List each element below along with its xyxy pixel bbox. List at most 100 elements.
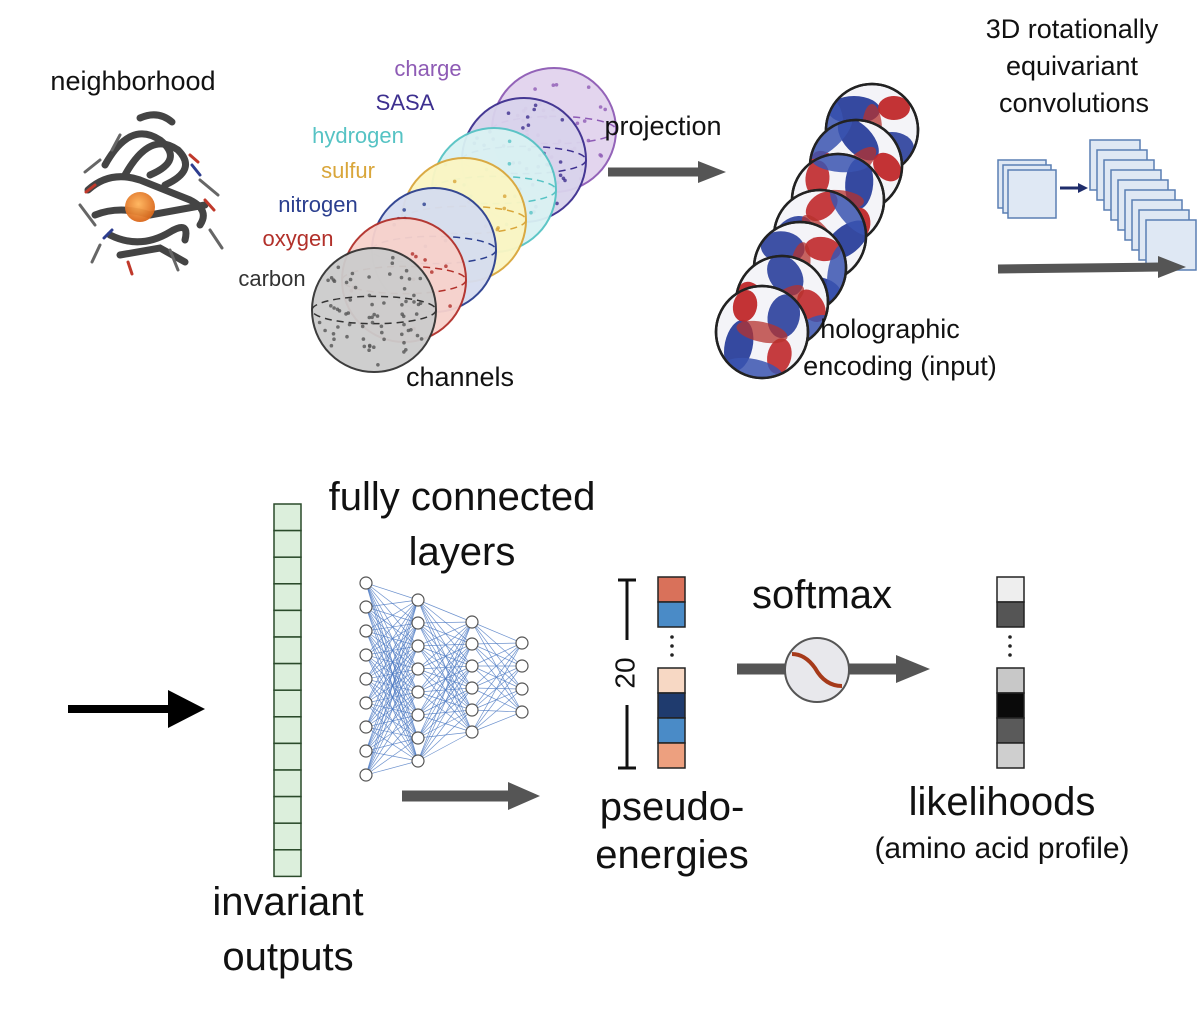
holographic-sphere bbox=[714, 284, 810, 380]
channel-label-nitrogen: nitrogen bbox=[278, 192, 358, 217]
network-node bbox=[515, 636, 529, 650]
network-node bbox=[359, 576, 373, 590]
convolution-feature-maps bbox=[997, 139, 1197, 271]
ellipsis-dot bbox=[670, 635, 674, 639]
invariant-cell bbox=[273, 689, 302, 718]
network-node bbox=[411, 731, 425, 745]
likelihood-label-line2: (amino acid profile) bbox=[874, 832, 1129, 865]
network-node bbox=[359, 744, 373, 758]
conv-label-line3: convolutions bbox=[999, 88, 1149, 118]
ellipsis-dot bbox=[1008, 653, 1012, 657]
channel-label-sulfur: sulfur bbox=[321, 158, 375, 183]
fc-label-line2: layers bbox=[409, 530, 516, 574]
channel-label-carbon: carbon bbox=[238, 266, 305, 291]
invariant-cell bbox=[273, 662, 302, 691]
likelihood-vector bbox=[996, 576, 1025, 769]
conv-output-arrow bbox=[997, 256, 1186, 278]
network-node bbox=[515, 659, 529, 673]
count-label: 20 bbox=[609, 657, 640, 688]
network-node bbox=[465, 637, 479, 651]
pseudo-label-line1: pseudo- bbox=[600, 785, 745, 829]
fully-connected-network-nodes bbox=[359, 576, 529, 782]
invariant-output-vector bbox=[273, 503, 302, 878]
network-node bbox=[359, 600, 373, 614]
invariant-cell bbox=[273, 822, 302, 851]
network-node bbox=[411, 593, 425, 607]
invariant-cell bbox=[273, 795, 302, 824]
channel-label-hydrogen: hydrogen bbox=[312, 123, 404, 148]
network-node bbox=[411, 662, 425, 676]
vector-cell bbox=[996, 692, 1025, 719]
network-node bbox=[359, 648, 373, 662]
vector-cell bbox=[996, 717, 1025, 744]
likelihood-label-line1: likelihoods bbox=[909, 780, 1096, 824]
vector-cell bbox=[657, 667, 686, 694]
invariant-cell bbox=[273, 529, 302, 558]
vector-cell bbox=[996, 667, 1025, 694]
vector-cell bbox=[657, 717, 686, 744]
fully-connected-network-edges bbox=[365, 582, 523, 776]
holographic-label-line1: holographic bbox=[820, 314, 960, 344]
network-node bbox=[411, 639, 425, 653]
network-node bbox=[359, 672, 373, 686]
channel-label-sasa: SASA bbox=[376, 90, 435, 115]
network-node bbox=[359, 768, 373, 782]
invariant-cell bbox=[273, 849, 302, 878]
count-bracket bbox=[618, 578, 636, 770]
ellipsis-dot bbox=[1008, 644, 1012, 648]
invariant-label-line1: invariant bbox=[212, 880, 363, 924]
projection-label: projection bbox=[604, 111, 721, 141]
vector-cell bbox=[996, 601, 1025, 628]
network-node bbox=[465, 681, 479, 695]
network-node bbox=[411, 754, 425, 768]
invariant-label-line2: outputs bbox=[222, 935, 353, 979]
network-node bbox=[411, 685, 425, 699]
network-node bbox=[465, 703, 479, 717]
invariant-cell bbox=[273, 583, 302, 612]
vector-cell bbox=[657, 601, 686, 628]
conv-label-line1: 3D rotationally bbox=[986, 14, 1159, 44]
invariant-cell bbox=[273, 503, 302, 532]
pseudo-energy-vector bbox=[657, 576, 686, 769]
network-node bbox=[359, 624, 373, 638]
pseudo-label-line2: energies bbox=[595, 833, 748, 877]
network-node bbox=[411, 616, 425, 630]
network-node bbox=[411, 708, 425, 722]
feature-map bbox=[1007, 169, 1057, 219]
conv-label-line2: equivariant bbox=[1006, 51, 1139, 81]
channels-label: channels bbox=[406, 362, 514, 392]
ellipsis-dot bbox=[670, 653, 674, 657]
fc-output-arrow bbox=[402, 782, 540, 810]
network-node bbox=[515, 682, 529, 696]
channel-sphere-carbon bbox=[311, 247, 437, 373]
holographic-label-line2: encoding (input) bbox=[803, 351, 997, 381]
protein-neighborhood-image bbox=[78, 111, 224, 276]
vector-cell bbox=[996, 742, 1025, 769]
network-node bbox=[359, 720, 373, 734]
invariant-cell bbox=[273, 636, 302, 665]
softmax-sigmoid-icon bbox=[784, 637, 850, 703]
invariant-cell bbox=[273, 556, 302, 585]
channel-spheres bbox=[311, 67, 617, 373]
invariant-cell bbox=[273, 742, 302, 771]
softmax-label: softmax bbox=[752, 573, 892, 617]
channel-label-charge: charge bbox=[394, 56, 461, 81]
network-node bbox=[359, 696, 373, 710]
neighborhood-label: neighborhood bbox=[50, 66, 215, 96]
input-arrow bbox=[68, 690, 205, 728]
network-node bbox=[465, 659, 479, 673]
vector-cell bbox=[657, 742, 686, 769]
fc-label-line1: fully connected bbox=[329, 475, 596, 519]
invariant-cell bbox=[273, 609, 302, 638]
channel-label-oxygen: oxygen bbox=[263, 226, 334, 251]
network-node bbox=[465, 615, 479, 629]
invariant-cell bbox=[273, 769, 302, 798]
vector-cell bbox=[996, 576, 1025, 603]
ellipsis-dot bbox=[670, 644, 674, 648]
invariant-cell bbox=[273, 716, 302, 745]
vector-cell bbox=[657, 576, 686, 603]
vector-cell bbox=[657, 692, 686, 719]
network-node bbox=[465, 725, 479, 739]
